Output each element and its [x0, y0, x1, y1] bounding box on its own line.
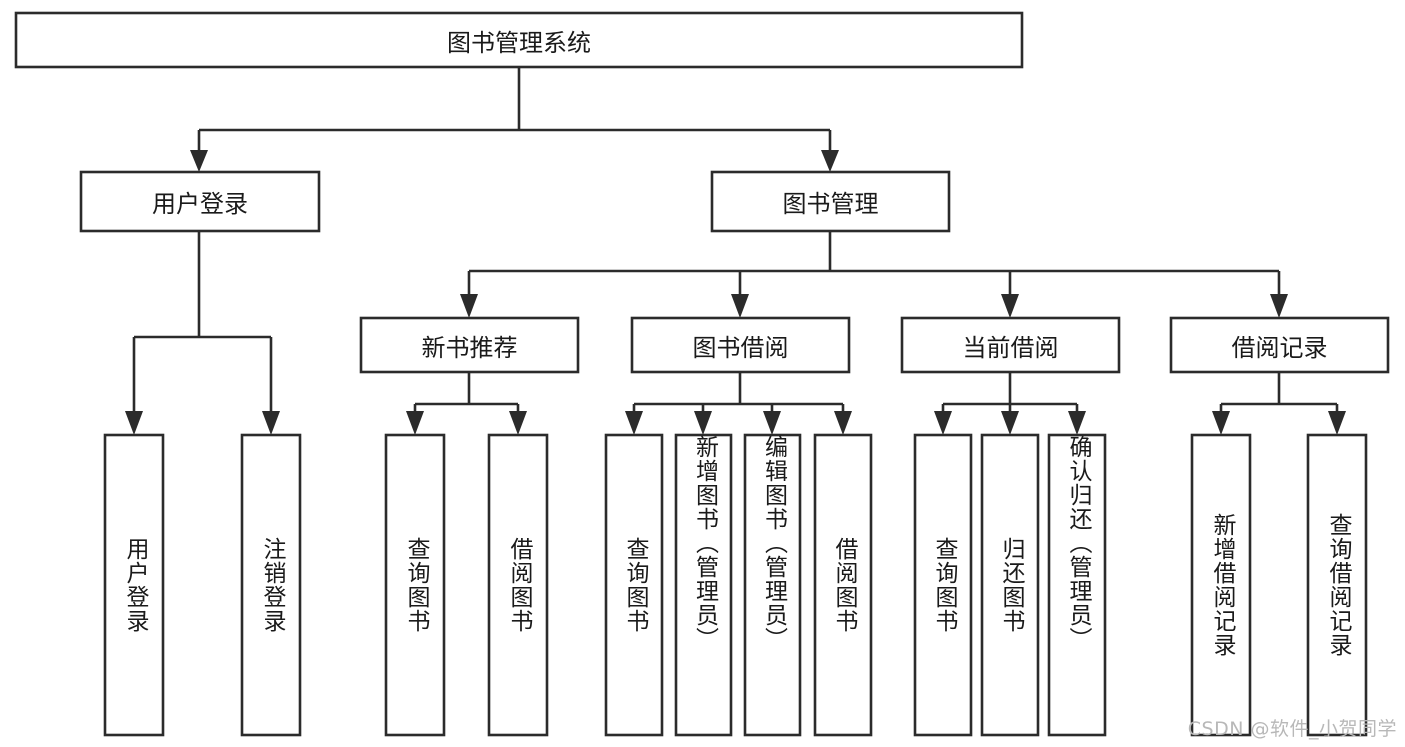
- node-user-login[interactable]: [79, 170, 321, 233]
- node-root-system[interactable]: [14, 11, 1024, 69]
- leaf-box-query-book-borrow[interactable]: [604, 433, 664, 737]
- leaf-box-query-book-new[interactable]: [384, 433, 446, 737]
- arrow-head-userlogin-1: [125, 411, 143, 435]
- leaf-box-edit-book-admin[interactable]: [743, 433, 802, 737]
- watermark-text: CSDN @软件_小贺同学: [1187, 718, 1397, 740]
- leaf-box-logout[interactable]: [240, 433, 302, 737]
- arrow-head-bookborrow-3: [763, 411, 781, 435]
- leaf-box-query-record[interactable]: [1306, 433, 1368, 737]
- leaf-box-add-book-admin[interactable]: [674, 433, 733, 737]
- arrow-head-currentborrow-1: [934, 411, 952, 435]
- leaf-box-borrow-book[interactable]: [813, 433, 873, 737]
- arrow-head-bookborrow-2: [694, 411, 712, 435]
- arrow-head-currentborrow-2: [1001, 411, 1019, 435]
- node-new-book-recommend[interactable]: [359, 316, 580, 374]
- leaf-box-query-book-current[interactable]: [913, 433, 973, 737]
- leaf-box-add-record[interactable]: [1190, 433, 1252, 737]
- arrow-head-newbook-1: [406, 411, 424, 435]
- leaf-box-user-login[interactable]: [103, 433, 165, 737]
- arrow-head-newbook-2: [509, 411, 527, 435]
- arrow-head-bookborrow-4: [834, 411, 852, 435]
- node-book-management[interactable]: [710, 170, 951, 233]
- arrow-head-bookborrow-1: [625, 411, 643, 435]
- leaf-box-borrow-book-new[interactable]: [487, 433, 549, 737]
- node-current-borrow[interactable]: [900, 316, 1121, 374]
- arrow-head-currentborrow-3: [1068, 411, 1086, 435]
- arrow-head-level2-2: [821, 150, 839, 172]
- leaf-box-return-book[interactable]: [980, 433, 1040, 737]
- arrow-head-records-1: [1212, 411, 1230, 435]
- arrow-head-userlogin-2: [262, 411, 280, 435]
- arrow-head-level3-4: [1270, 294, 1288, 318]
- arrow-head-level3-1: [460, 294, 478, 318]
- arrow-head-level2-1: [190, 150, 208, 172]
- node-borrow-records[interactable]: [1169, 316, 1390, 374]
- arrow-head-records-2: [1328, 411, 1346, 435]
- node-book-borrow[interactable]: [630, 316, 851, 374]
- arrow-head-level3-3: [1001, 294, 1019, 318]
- leaf-box-confirm-return-admin[interactable]: [1047, 433, 1107, 737]
- arrow-head-level3-2: [731, 294, 749, 318]
